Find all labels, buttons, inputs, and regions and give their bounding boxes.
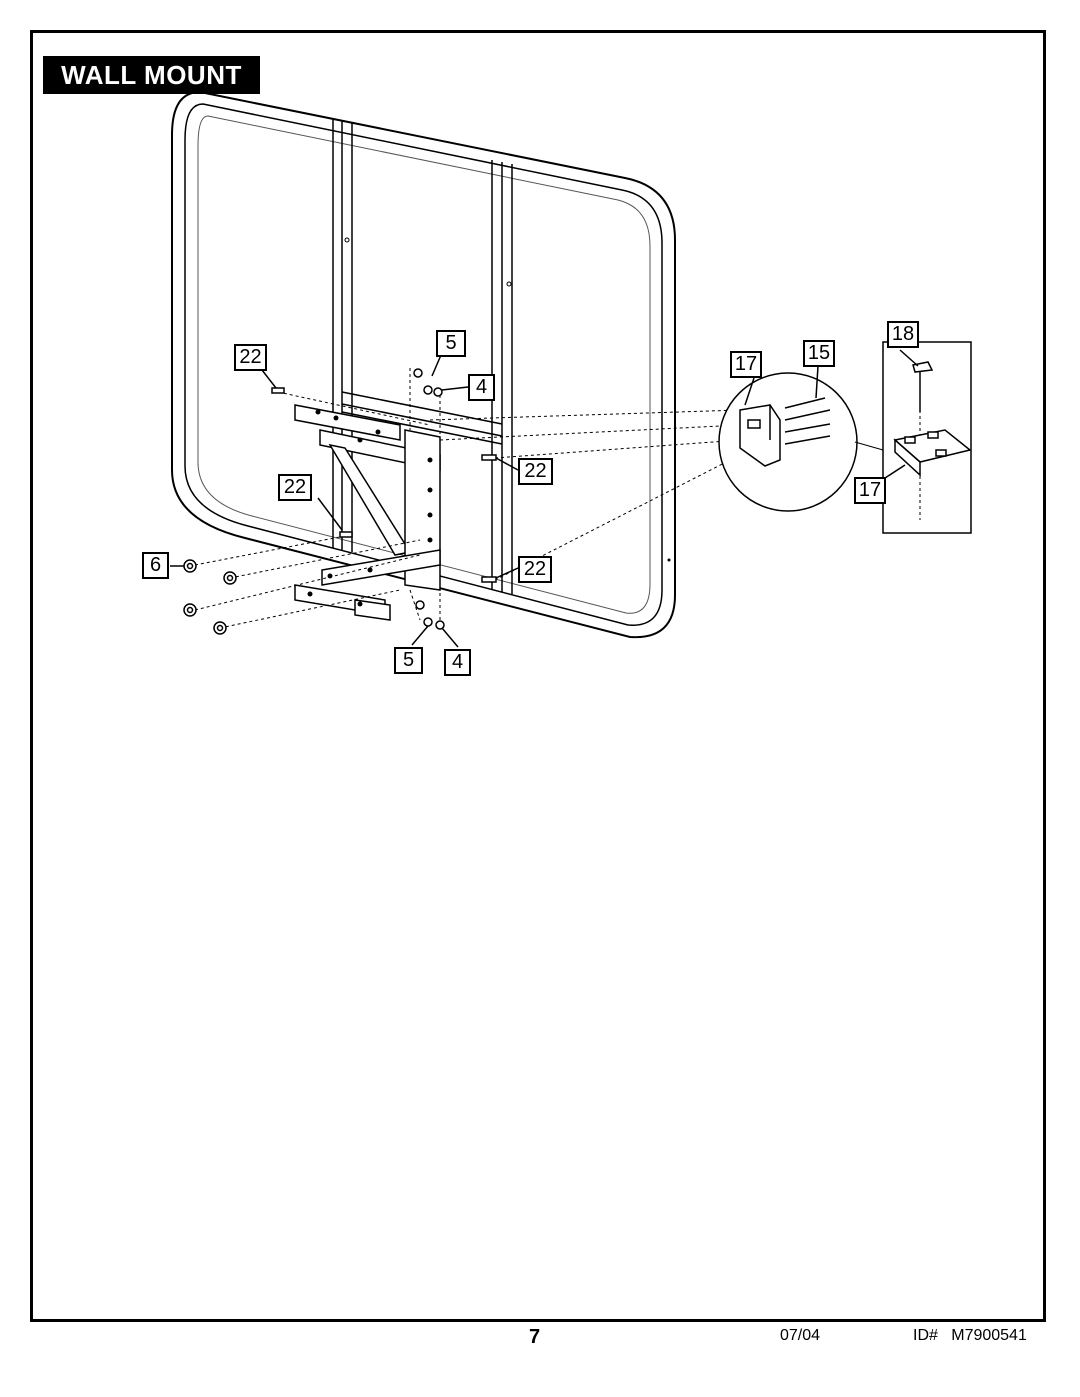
callout-part-5: 5 (436, 330, 466, 357)
callout-part-22: 22 (278, 474, 312, 501)
callout-part-22: 22 (518, 556, 552, 583)
callout-part-4: 4 (468, 374, 495, 401)
page-frame (30, 30, 1046, 1322)
document-id: ID# M7900541 (913, 1327, 1027, 1344)
callout-part-22: 22 (518, 458, 553, 485)
revision-date: 07/04 (780, 1327, 821, 1344)
callout-part-15: 15 (803, 340, 835, 367)
page-number: 7 (529, 1326, 541, 1348)
callout-part-18: 18 (887, 321, 919, 348)
callout-part-6: 6 (142, 552, 169, 579)
callout-part-17: 17 (730, 351, 762, 378)
callout-part-22: 22 (234, 344, 267, 371)
section-title: WALL MOUNT (43, 56, 260, 94)
callout-part-17: 17 (854, 477, 886, 504)
callout-part-5: 5 (394, 647, 423, 674)
callout-part-4: 4 (444, 649, 471, 676)
